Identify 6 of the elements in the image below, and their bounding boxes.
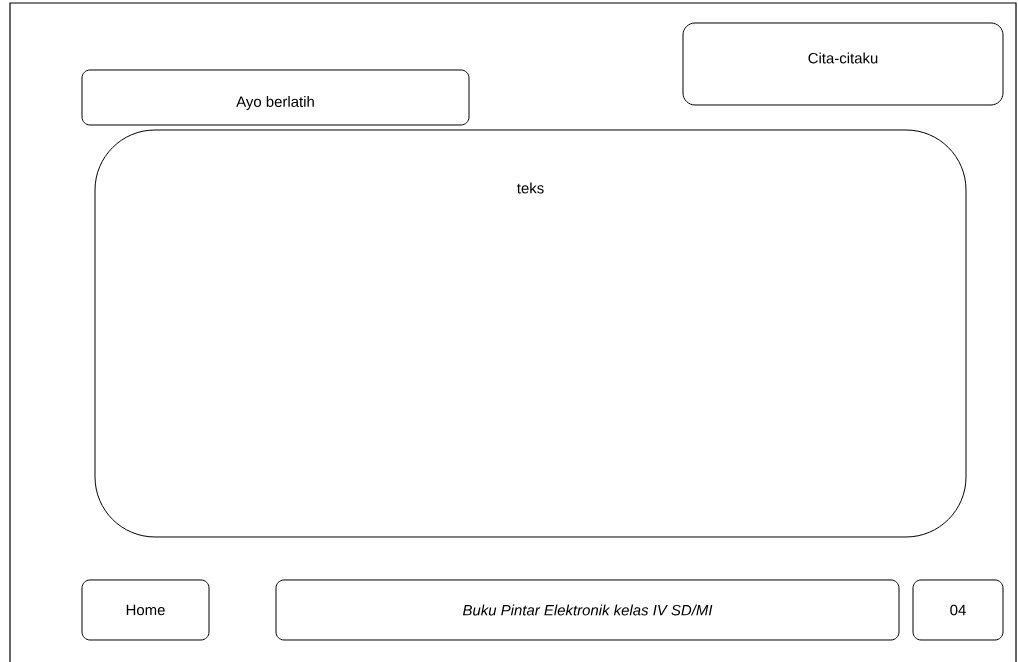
home-button: Home <box>81 579 210 641</box>
title-button: Cita-citaku <box>682 22 1004 106</box>
section-button: Ayo berlatih <box>81 69 470 126</box>
footer-bar: Buku Pintar Elektronik kelas IV SD/MI <box>275 579 900 641</box>
content-panel: teks <box>94 129 967 538</box>
page-number-box: 04 <box>912 579 1004 641</box>
